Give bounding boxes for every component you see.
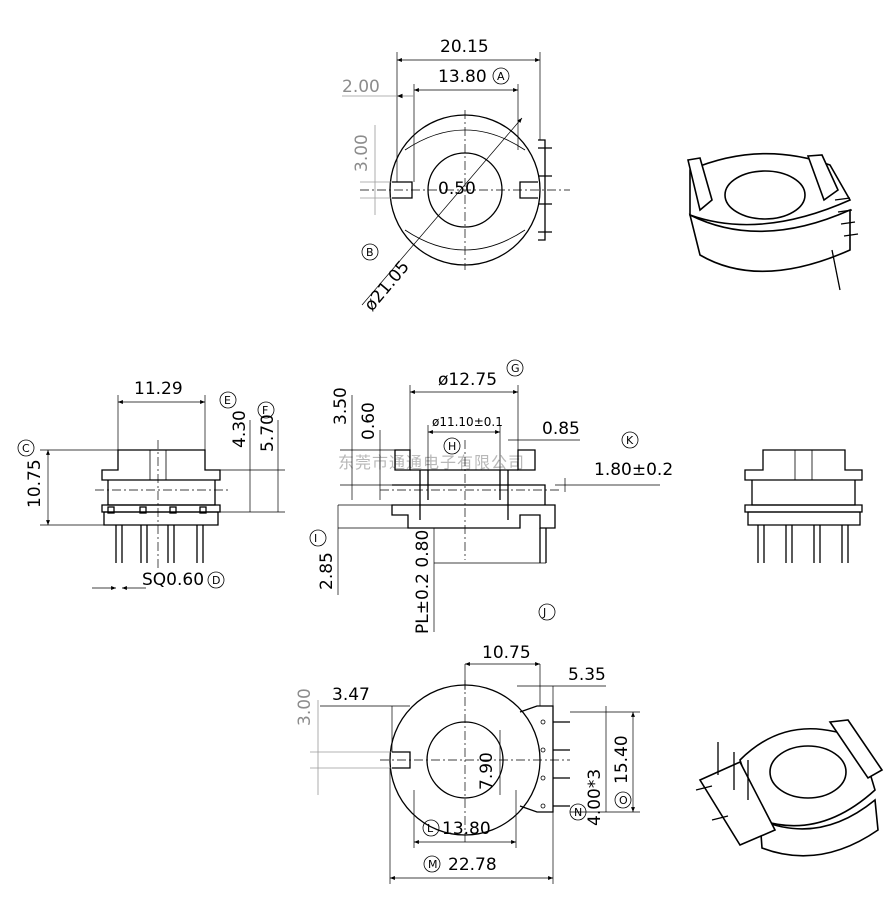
dim-flange-thickness: 1.80±0.2	[594, 460, 673, 480]
isometric-view-bottom	[695, 719, 884, 857]
dim-pitch-total: 15.40	[612, 735, 632, 784]
ref-k-circle	[621, 431, 639, 449]
side-view: 11.29 10.75 C 4.30 5.70 E F SQ0.60 D	[17, 379, 285, 590]
ref-i-label: I	[314, 532, 317, 545]
section-view: ø12.75 G ø11.10±0.1 H 3.50 0.60 0.85 1.8…	[309, 359, 673, 634]
ref-l-label: L	[427, 822, 434, 835]
dim-slot-width-b: 3.47	[332, 685, 370, 705]
dim-e: 4.30	[230, 410, 250, 448]
ref-h-circle	[443, 437, 461, 455]
ref-i-circle	[309, 529, 327, 547]
dim-step: 0.60	[359, 402, 379, 440]
ref-g-circle	[506, 359, 524, 377]
dim-flange-height: 3.50	[331, 387, 351, 425]
ref-f-label: F	[262, 404, 268, 417]
dim-pitch: 4.00*3	[585, 769, 605, 826]
ref-c-circle	[17, 439, 35, 457]
ref-j-circle	[538, 603, 556, 621]
ref-n-circle	[569, 803, 587, 821]
dim-bore: 7.90	[477, 752, 497, 790]
dim-slot-height-b: 3.00	[295, 688, 315, 726]
ref-m-label: M	[428, 858, 438, 871]
top-view: 20.15 13.80 A 2.00 3.00 0.50 ø21.05 B	[342, 37, 570, 315]
dim-inner: 13.80	[442, 819, 491, 839]
dim-overall-width: 20.15	[440, 37, 489, 57]
ref-h-label: H	[448, 440, 456, 453]
ref-b-label: B	[366, 246, 374, 259]
ref-e-circle	[219, 391, 237, 409]
isometric-view-top	[687, 152, 859, 291]
ref-a-circle	[492, 67, 510, 85]
dim-f: 5.70	[258, 414, 278, 452]
dim-wall: 0.85	[542, 419, 580, 439]
ref-j-label: J	[542, 606, 546, 619]
dim-diameter: ø21.05	[361, 257, 414, 315]
ref-o-label: O	[619, 794, 628, 807]
ref-o-circle	[614, 791, 632, 809]
ref-n-label: N	[574, 806, 582, 819]
dim-inner-width: 13.80	[438, 67, 487, 87]
dim-pin-size: SQ0.60	[142, 570, 204, 590]
ref-d-label: D	[212, 574, 220, 587]
right-side-view	[744, 449, 863, 563]
ref-f-circle	[257, 401, 275, 419]
ref-b-circle	[361, 243, 379, 261]
dim-inner-dia: ø11.10±0.1	[432, 415, 503, 429]
ref-d-circle	[207, 571, 225, 589]
dim-outer-dia: ø12.75	[438, 370, 497, 390]
ref-l-circle	[422, 819, 440, 837]
ref-c-label: C	[22, 442, 30, 455]
dim-top-width: 11.29	[134, 379, 183, 399]
dim-total-height: 10.75	[25, 459, 45, 508]
watermark-text: 东莞市通通电子有限公司	[338, 453, 525, 472]
ref-g-label: G	[511, 362, 520, 375]
ref-k-label: K	[626, 434, 634, 447]
dim-base: 2.85	[317, 552, 337, 590]
dim-width-a: 10.75	[482, 643, 531, 663]
bottom-view: 10.75 5.35 3.00 3.47 7.90 15.40 O 4.00*3…	[295, 643, 640, 884]
dim-slot-height: 3.00	[352, 134, 372, 172]
dim-gap: 0.50	[438, 179, 476, 199]
ref-m-circle	[423, 855, 441, 873]
dim-overall: 22.78	[448, 855, 497, 875]
ref-a-label: A	[497, 70, 505, 83]
dim-slot-width: 2.00	[342, 77, 380, 97]
dim-pin-length: PL±0.2 0.80	[413, 530, 433, 634]
ref-e-label: E	[224, 394, 231, 407]
dim-width-b: 5.35	[568, 665, 606, 685]
